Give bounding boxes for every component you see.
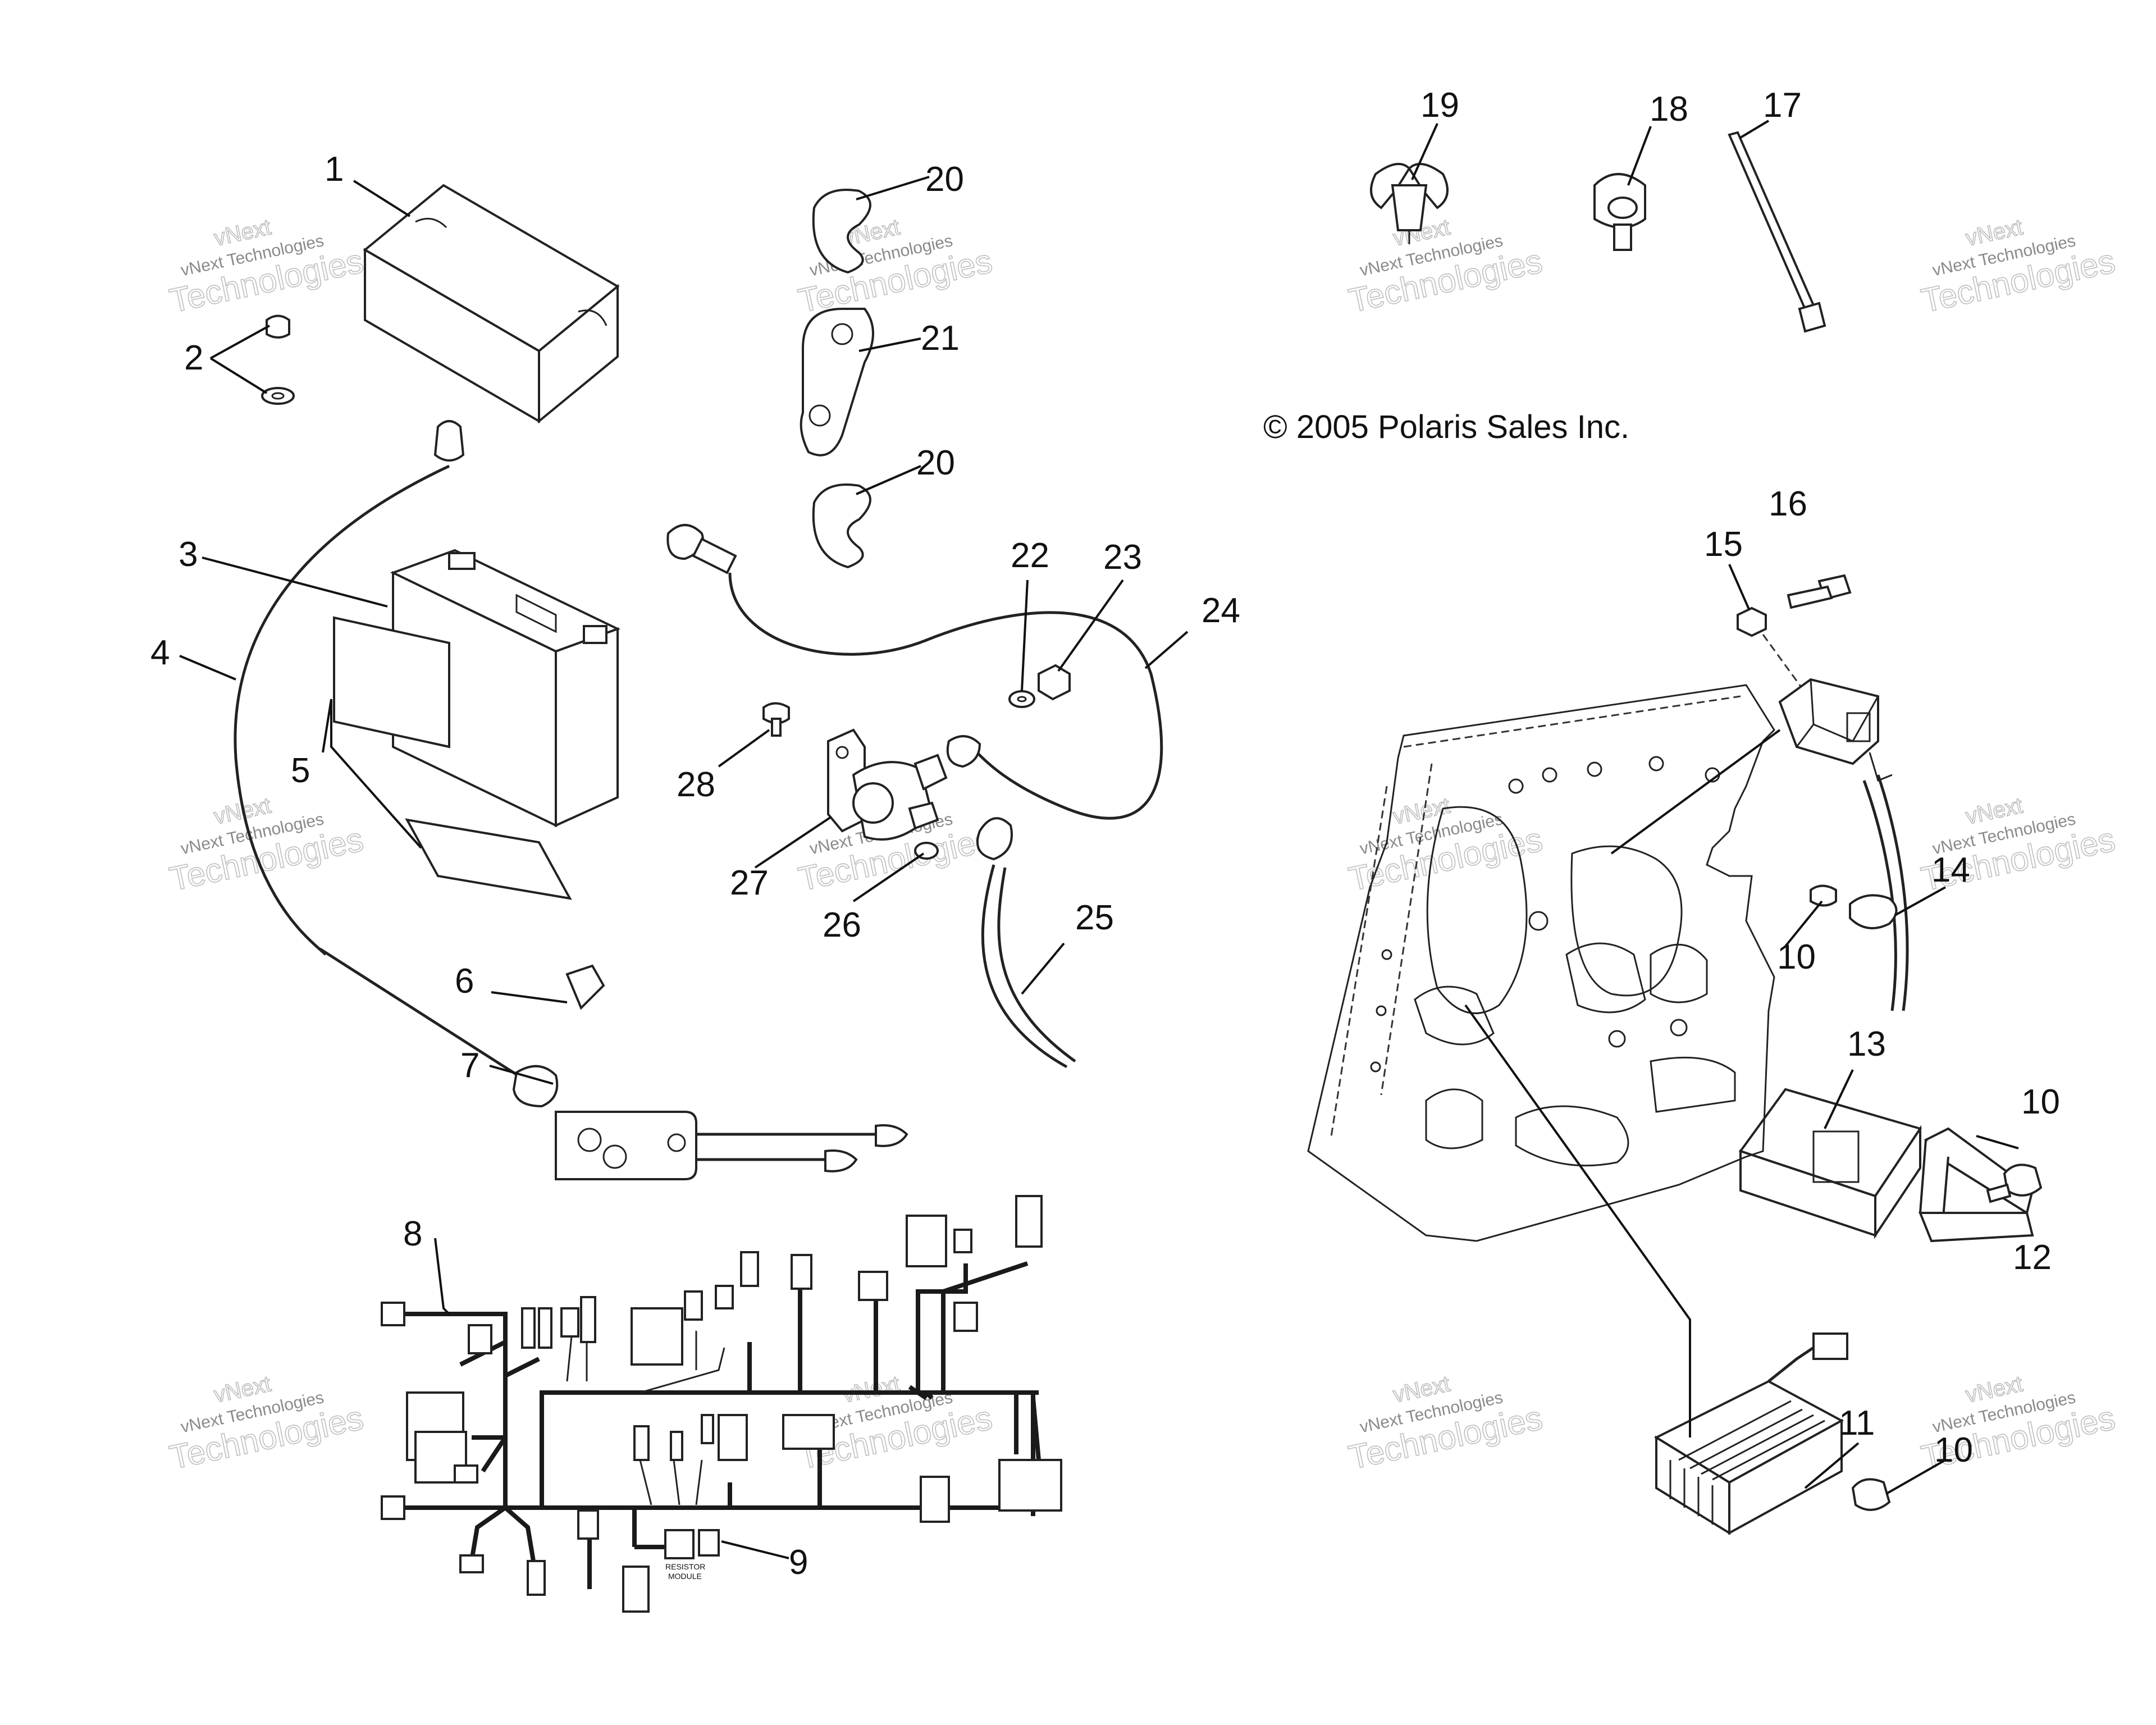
watermark: vNext vNext Technologies Technologies	[1917, 1371, 2118, 1477]
part-positive-cable	[666, 524, 1163, 820]
callout-leaders	[179, 120, 2019, 1559]
part-bolt-10-upper	[1810, 884, 1837, 907]
watermark: vNext vNext Technologies Technologies	[1917, 215, 2118, 321]
part-cable-assembly	[555, 1111, 908, 1180]
callout-8: 8	[403, 1215, 422, 1253]
part-regulator-11	[1653, 1332, 1848, 1535]
watermark: vNext vNext Technologies Technologies	[166, 215, 367, 321]
callout-10-c: 10	[1934, 1431, 1973, 1470]
callout-15: 15	[1704, 525, 1743, 564]
callout-14: 14	[1931, 851, 1970, 889]
part-clamp-14	[1849, 894, 1898, 929]
part-clip-upper	[812, 189, 871, 274]
part-nut-15	[1737, 606, 1767, 637]
callout-10-b: 10	[2021, 1083, 2060, 1121]
callout-18: 18	[1650, 90, 1688, 129]
part-battery-cable	[234, 420, 465, 956]
callout-2: 2	[184, 339, 203, 377]
part-battery-decals	[333, 616, 572, 900]
callout-1: 1	[325, 150, 344, 189]
callout-27: 27	[730, 864, 769, 902]
callout-13: 13	[1847, 1025, 1886, 1064]
svg-text:RESISTOR: RESISTOR	[665, 1562, 705, 1571]
part-cdi-module-13	[1738, 1088, 1922, 1239]
callout-25: 25	[1075, 898, 1114, 937]
part-bolt-16	[1787, 574, 1852, 609]
callout-17: 17	[1763, 86, 1802, 125]
callout-5: 5	[291, 751, 310, 790]
callout-26: 26	[823, 906, 861, 944]
callout-23: 23	[1103, 538, 1142, 577]
callout-12: 12	[2013, 1238, 2052, 1277]
copyright-text: © 2005 Polaris Sales Inc.	[1263, 409, 1629, 445]
watermark: vNext vNext Technologies Technologies	[1345, 1371, 1546, 1477]
part-harness-clip	[1593, 173, 1646, 251]
part-bolt-washer	[261, 314, 295, 405]
callout-3: 3	[179, 535, 198, 574]
part-link	[800, 308, 874, 457]
watermark: vNext vNext Technologies Technologies	[166, 1371, 367, 1477]
callout-6: 6	[455, 962, 474, 1001]
part-cable-tie	[1728, 131, 1826, 333]
leader-coil-panel	[1610, 729, 1781, 855]
callout-20-lower: 20	[916, 444, 955, 482]
part-mounting-panel	[1307, 684, 1775, 1242]
callout-7: 7	[460, 1046, 479, 1085]
part-coil-module	[1778, 678, 1909, 1011]
part-nut	[1038, 664, 1071, 701]
callout-21: 21	[921, 319, 960, 358]
watermark: vNext vNext Technologies Technologies	[166, 793, 367, 899]
callout-28: 28	[677, 765, 715, 804]
callout-11: 11	[1839, 1404, 1875, 1443]
callout-labels: 1 2 3 4 5 6 7 8 9 10 10 10 10 11 12 13 1…	[150, 86, 2060, 1582]
part-battery	[390, 549, 621, 828]
callout-20-upper: 20	[925, 160, 964, 199]
part-bolt-10-right	[1986, 1163, 2043, 1203]
callout-16: 16	[1769, 485, 1807, 523]
callout-24: 24	[1202, 591, 1240, 630]
part-wire-harness: RESISTOR MODULE	[381, 1195, 1062, 1613]
part-screw	[762, 702, 790, 737]
watermark: vNext vNext Technologies Technologies	[1345, 215, 1546, 321]
part-solenoid-cable	[976, 817, 1076, 1069]
watermark: vNext vNext Technologies Technologies	[1345, 793, 1546, 899]
part-solenoid	[827, 728, 948, 841]
leader-regulator-panel	[1464, 1004, 1691, 1438]
callout-22: 22	[1011, 536, 1049, 575]
part-washer	[1008, 690, 1035, 708]
part-battery-cover	[363, 184, 620, 424]
callout-19: 19	[1420, 86, 1459, 125]
leader-clamp	[1894, 886, 1946, 916]
callout-4: 4	[150, 633, 170, 672]
callout-10-a: 10	[1777, 938, 1816, 976]
svg-text:MODULE: MODULE	[668, 1572, 702, 1581]
part-clip-lower	[812, 483, 871, 569]
part-bolt-10-lower	[1851, 1478, 1891, 1511]
callout-9: 9	[789, 1543, 808, 1582]
part-push-clip	[1370, 163, 1449, 244]
